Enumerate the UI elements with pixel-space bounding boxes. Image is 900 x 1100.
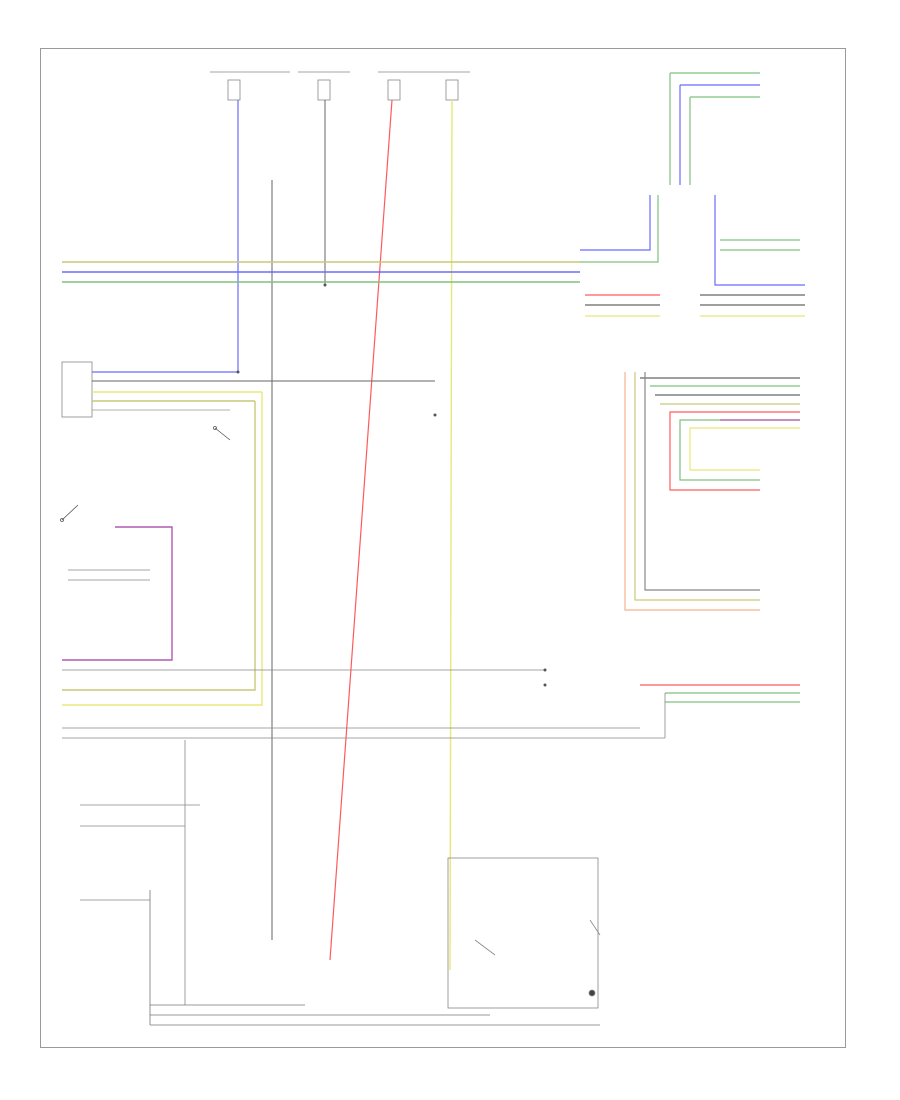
wire-purple	[62, 526, 173, 661]
fuse-icon-3	[387, 79, 401, 101]
connector-right-lower	[624, 372, 800, 738]
switch-icon-1	[60, 504, 79, 522]
passenger-sensor-lines	[62, 569, 665, 1005]
wire-red-vertical	[329, 99, 393, 961]
switch-icon-2	[213, 426, 231, 441]
fuse-icon-4	[445, 79, 459, 101]
relay-box	[447, 857, 601, 1009]
diagram-frame	[40, 48, 846, 1048]
fuse-box-right	[378, 71, 470, 101]
wire-yellow-vertical	[449, 99, 453, 971]
connector-right-mid	[580, 195, 805, 317]
fuse-box-left	[210, 71, 290, 101]
ground-bus	[149, 890, 600, 1026]
connector-icon	[236, 283, 547, 687]
wire-yellow-loop	[62, 392, 263, 706]
fuse-icon-2	[317, 79, 331, 101]
wire-olive-loop	[62, 401, 256, 691]
ground-icon	[588, 989, 596, 997]
connector-right-top	[669, 72, 760, 185]
steering-sensor-connector	[61, 361, 435, 418]
fuse-box-center	[298, 71, 350, 101]
fuse-icon-1	[227, 79, 241, 101]
